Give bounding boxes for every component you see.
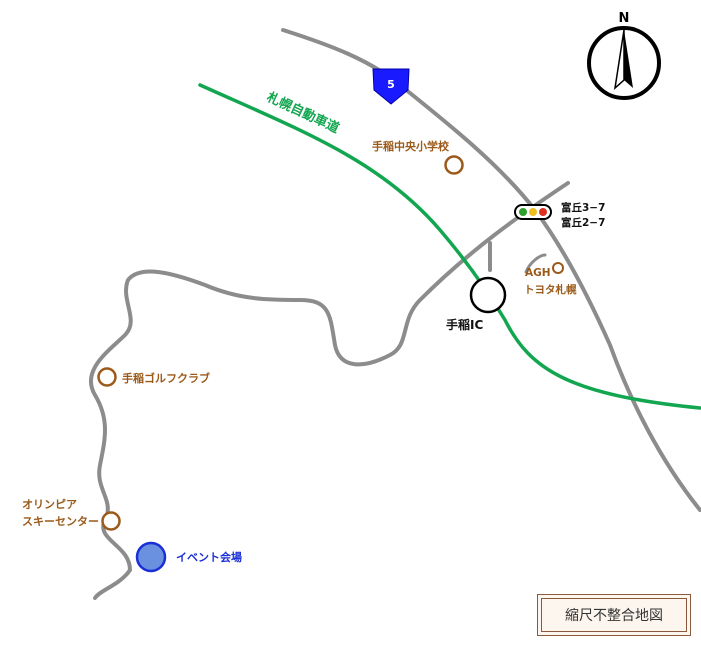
expressway-label: 札幌自動車道	[263, 89, 341, 137]
golf-marker	[97, 367, 117, 387]
ski-label-line1: オリンピア	[22, 498, 77, 511]
winding-road	[88, 181, 570, 600]
route-shield-number: 5	[387, 78, 395, 91]
signal-label-line1: 富丘3−7	[561, 201, 605, 214]
interchange-marker	[469, 276, 507, 314]
signal-label-line2: 富丘2−7	[561, 216, 605, 229]
toyota-label: トヨタ札幌	[524, 283, 577, 296]
interchange-label: 手稲IC	[446, 317, 483, 332]
agh-access-road	[524, 253, 547, 274]
route-shield-icon: 5	[372, 68, 410, 105]
school-marker	[444, 155, 464, 175]
agh-label: AGH	[525, 267, 551, 279]
event-marker	[135, 541, 167, 573]
school-label: 手稲中央小学校	[372, 139, 450, 153]
golf-label: 手稲ゴルフクラブ	[122, 371, 210, 385]
event-label: イベント会場	[176, 550, 242, 564]
agh-marker	[552, 262, 564, 274]
compass-north-label: N	[619, 11, 630, 26]
traffic-signal-icon	[514, 204, 552, 220]
ski-marker	[101, 511, 121, 531]
compass-icon: N	[587, 11, 661, 100]
ski-label-line2: スキーセンター	[22, 515, 99, 528]
expressway-line	[198, 83, 701, 410]
scale-notice: 縮尺不整合地図	[537, 594, 691, 636]
